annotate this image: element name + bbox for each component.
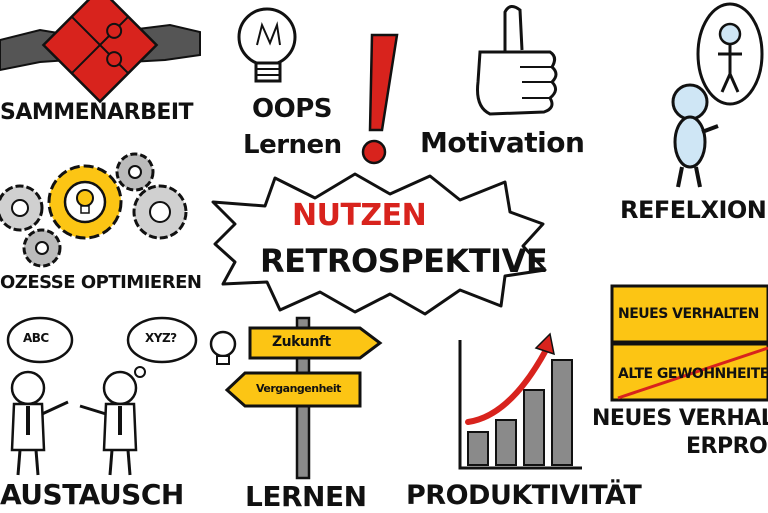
sign-board-icon — [610, 284, 768, 402]
sign-zukunft: Zukunft — [272, 334, 331, 350]
board-neues-verhalten: NEUES VERHALTEN — [618, 306, 759, 322]
label-produktivitaet: PRODUKTIVITÄT — [406, 480, 642, 511]
speech-bubble-icon — [6, 316, 198, 476]
sign-vergangenheit: Vergangenheit — [256, 382, 341, 395]
title-retrospektive: RETROSPEKTIVE — [260, 242, 548, 280]
exclamation-icon — [361, 33, 399, 165]
stick-figure-icon — [671, 2, 764, 188]
signpost-icon — [209, 316, 383, 480]
label-zusammenarbeit: SAMMENARBEIT — [0, 100, 194, 125]
title-nutzen: NUTZEN — [292, 198, 427, 233]
thumbs-up-icon — [476, 5, 558, 116]
burst-shape — [211, 172, 547, 316]
growth-bar-3 — [523, 389, 545, 466]
bubble-left-text: ABC — [23, 331, 49, 345]
label-neues-verhalten-line1: NEUES VERHALTE — [592, 406, 768, 431]
growth-bar-1 — [467, 431, 489, 466]
label-neues-verhalten-line2: ERPROB — [686, 434, 768, 459]
growth-bar-4 — [551, 359, 573, 466]
label-motivation: Motivation — [420, 126, 585, 159]
puzzle-icon — [0, 0, 201, 104]
label-lernen-small: Lernen — [243, 130, 342, 160]
label-austausch: AUSTAUSCH — [0, 478, 184, 511]
label-lernen: LERNEN — [245, 480, 367, 513]
lightbulb-icon — [237, 7, 297, 83]
label-refelxion: REFELXION — [620, 196, 767, 224]
label-prozesse: OZESSE OPTIMIEREN — [0, 272, 202, 293]
bar-chart-icon — [458, 332, 582, 470]
growth-bar-2 — [495, 419, 517, 466]
bubble-right-text: XYZ? — [145, 331, 177, 345]
board-alte-gewohnheiten: ALTE GEWOHNHEITE — [618, 366, 768, 382]
label-oops: OOPS — [252, 94, 333, 124]
gears-icon — [0, 152, 188, 268]
